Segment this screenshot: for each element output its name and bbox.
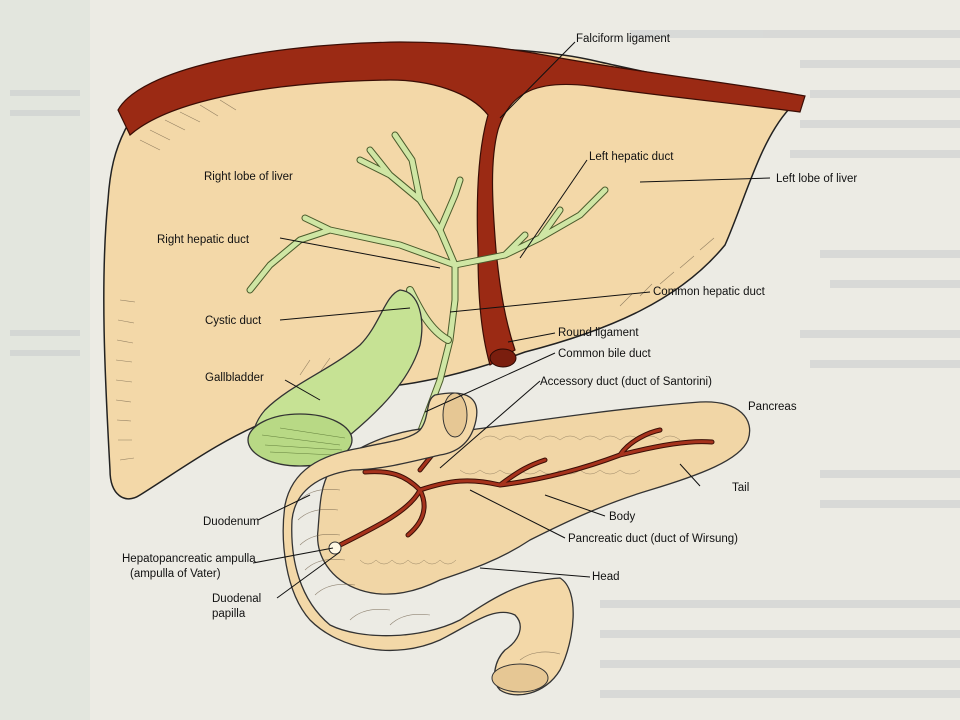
label-round-ligament: Round ligament — [558, 327, 639, 339]
label-common-bile-duct: Common bile duct — [558, 348, 651, 360]
label-accessory-duct: Accessory duct (duct of Santorini) — [540, 376, 712, 388]
label-right-lobe: Right lobe of liver — [204, 171, 293, 183]
label-pancreas: Pancreas — [748, 401, 797, 413]
label-left-lobe: Left lobe of liver — [776, 173, 857, 185]
label-body: Body — [609, 511, 635, 523]
liver-shape — [103, 46, 792, 500]
label-gallbladder: Gallbladder — [205, 372, 264, 384]
gallbladder — [247, 289, 423, 467]
label-ampulla-line1: Hepatopancreatic ampulla — [122, 553, 256, 565]
label-cystic-duct: Cystic duct — [205, 315, 262, 327]
label-pancreatic-duct: Pancreatic duct (duct of Wirsung) — [568, 533, 738, 545]
label-tail: Tail — [732, 482, 749, 494]
duodenum-opening-top — [442, 392, 468, 438]
round-ligament-end — [489, 348, 517, 368]
hepatic-ducts — [247, 132, 608, 543]
label-right-hepatic-duct: Right hepatic duct — [157, 234, 250, 246]
label-falciform-ligament: Falciform ligament — [576, 33, 671, 45]
duodenum — [282, 392, 574, 696]
label-duodenum: Duodenum — [203, 516, 259, 528]
duodenal-papilla-mark — [328, 541, 342, 555]
label-papilla-line1: Duodenal — [212, 593, 261, 605]
biliary-tree — [246, 131, 609, 544]
pancreatic-duct-shape — [338, 428, 714, 547]
background-margin — [0, 0, 90, 720]
liver — [103, 41, 806, 500]
background-faded-text — [10, 30, 960, 698]
label-head: Head — [592, 571, 620, 583]
leader-lines — [252, 41, 771, 599]
label-ampulla-line2: (ampulla of Vater) — [130, 568, 221, 580]
label-left-hepatic-duct: Left hepatic duct — [589, 151, 674, 163]
duodenum-shape — [282, 392, 574, 696]
label-common-hepatic-duct: Common hepatic duct — [653, 286, 766, 298]
label-papilla-line2: papilla — [212, 608, 246, 620]
falciform-ligament-shape — [117, 41, 806, 366]
duodenum-opening-bottom — [491, 663, 549, 693]
labels: Falciform ligament Right lobe of liver L… — [122, 33, 857, 620]
